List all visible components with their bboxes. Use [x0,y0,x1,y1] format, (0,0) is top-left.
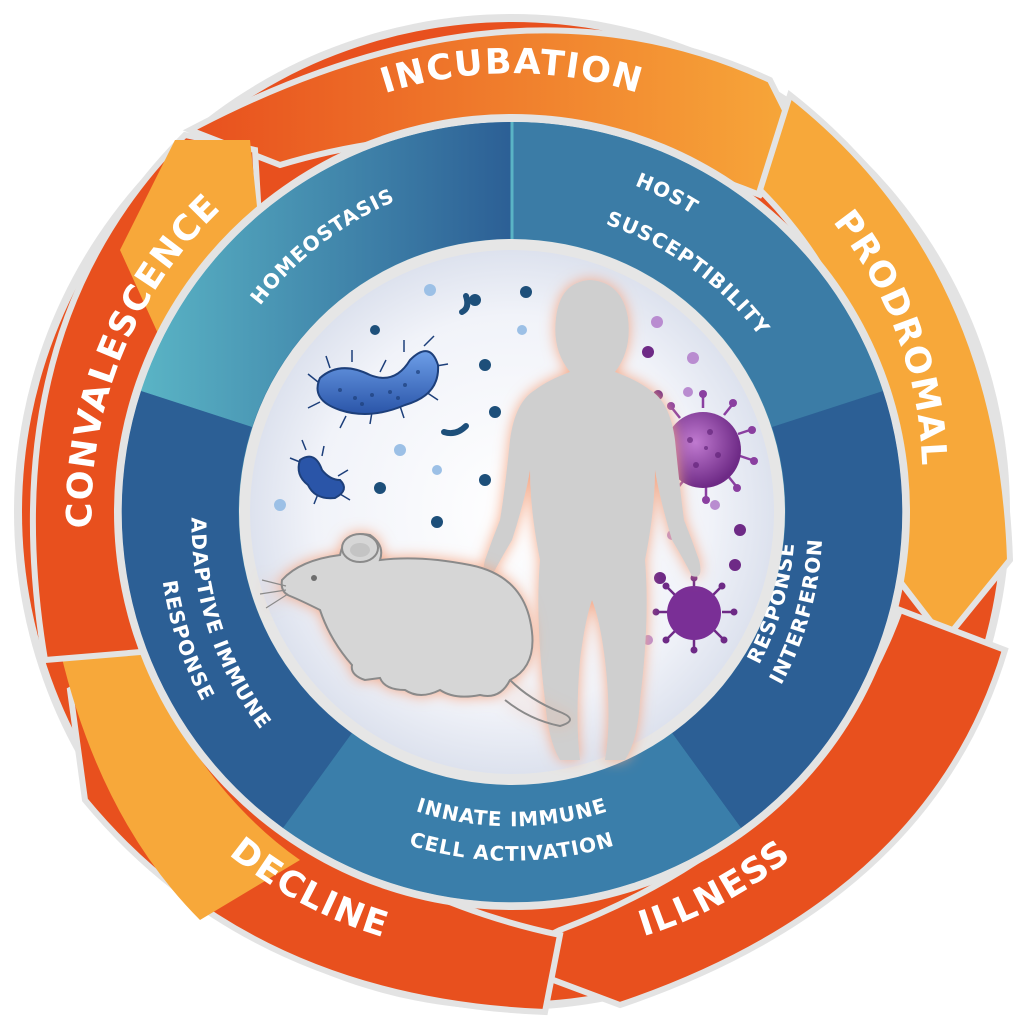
human-figure-icon [483,280,701,760]
segment-homeostasis [141,121,512,428]
segment-adaptive-immune [121,391,352,828]
bacteria-icon [289,293,471,505]
segment-interferon-response [672,391,903,828]
virus-icon [648,390,758,654]
mouse-icon [259,533,571,728]
particle-dots [274,284,746,645]
decline-arrow-tail [60,650,300,920]
segment-innate-immune [283,733,741,903]
convalescence-arrow-head [120,140,260,360]
segment-host-susceptibility [512,121,883,428]
